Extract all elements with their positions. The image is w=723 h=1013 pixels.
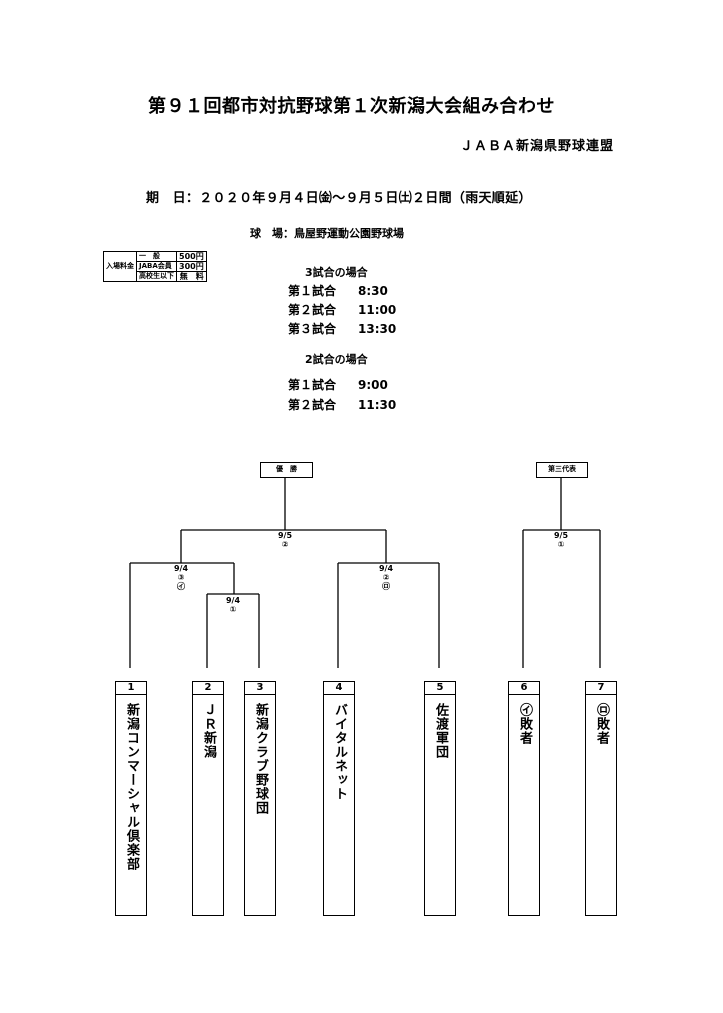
schedule-row: 第３試合 13:30 (288, 320, 396, 337)
game-number: 第１試合 (288, 284, 337, 298)
schedule-row: 第１試合 8:30 (288, 282, 388, 299)
team-name: ㋺敗者 (594, 703, 609, 745)
schedule-heading: 3試合の場合 (305, 266, 368, 279)
schedule-row: 第２試合 11:30 (288, 396, 396, 413)
schedule-row: 第２試合 11:00 (288, 301, 396, 318)
game-number: 第２試合 (288, 398, 337, 412)
venue: 球 場：鳥屋野運動公園野球場 (250, 227, 404, 240)
game-time: 13:30 (358, 322, 397, 336)
match-date: 9/5 (553, 531, 569, 540)
third-representative-box: 第三代表 (536, 462, 588, 478)
team-box: 1 新潟コンマーシャル倶楽部 (115, 681, 147, 916)
team-number: 5 (425, 682, 455, 695)
tournament-dates: 期 日：２０２０年９月４日㈮～９月５日㈯２日間（雨天順延） (146, 191, 532, 206)
champion-box: 優 勝 (260, 462, 313, 478)
match-game: ① (557, 540, 565, 549)
team-number: 1 (116, 682, 146, 695)
left-semi-label: 9/4 ③ ㋑ (161, 564, 201, 591)
page-title: 第９１回都市対抗野球第１次新潟大会組み合わせ (148, 96, 555, 117)
game-time: 9:00 (358, 378, 388, 392)
admission-fee-table: 入場料金 一 般 500円 JABA会員 300円 高校生以下 無 料 (103, 251, 207, 282)
fee-category: 高校生以下 (136, 271, 177, 282)
team-box: 6 ㋑敗者 (508, 681, 540, 916)
third-match-label: 9/5 ① (541, 531, 581, 549)
team-box: 4 バイタルネット (323, 681, 355, 916)
final-match-label: 9/5 ② (265, 531, 305, 549)
match-date: 9/5 (277, 531, 293, 540)
team-name: ＪＲ新潟 (201, 703, 216, 759)
organizer: ＪＡＢＡ新潟県野球連盟 (460, 139, 615, 154)
fee-price: 無 料 (176, 271, 207, 282)
match-date: 9/4 (225, 596, 241, 605)
first-round-label: 9/4 ① (213, 596, 253, 614)
schedule-row: 第１試合 9:00 (288, 376, 388, 393)
match-date: 9/4 (173, 564, 189, 573)
game-time: 11:30 (358, 398, 397, 412)
match-game: ③ (177, 573, 185, 582)
team-number: 2 (193, 682, 223, 695)
match-mark: ㋺ (382, 582, 390, 591)
schedule-heading: 2試合の場合 (305, 353, 368, 366)
game-number: 第２試合 (288, 303, 337, 317)
match-game: ② (281, 540, 289, 549)
team-box: 5 佐渡軍団 (424, 681, 456, 916)
team-name: バイタルネット (332, 703, 347, 801)
match-date: 9/4 (378, 564, 394, 573)
team-box: 3 新潟クラブ野球団 (244, 681, 276, 916)
match-mark: ㋑ (177, 582, 185, 591)
game-number: 第３試合 (288, 322, 337, 336)
right-semi-label: 9/4 ② ㋺ (366, 564, 406, 591)
team-box: 2 ＪＲ新潟 (192, 681, 224, 916)
team-number: 4 (324, 682, 354, 695)
team-name: 佐渡軍団 (433, 703, 448, 759)
team-name: 新潟コンマーシャル倶楽部 (124, 703, 139, 871)
match-game: ① (229, 605, 237, 614)
team-number: 7 (586, 682, 616, 695)
game-number: 第１試合 (288, 378, 337, 392)
game-time: 11:00 (358, 303, 397, 317)
fee-label: 入場料金 (103, 251, 137, 282)
game-time: 8:30 (358, 284, 388, 298)
team-name: 新潟クラブ野球団 (253, 703, 268, 815)
team-box: 7 ㋺敗者 (585, 681, 617, 916)
team-number: 3 (245, 682, 275, 695)
team-number: 6 (509, 682, 539, 695)
team-name: ㋑敗者 (517, 703, 532, 745)
match-game: ② (382, 573, 390, 582)
